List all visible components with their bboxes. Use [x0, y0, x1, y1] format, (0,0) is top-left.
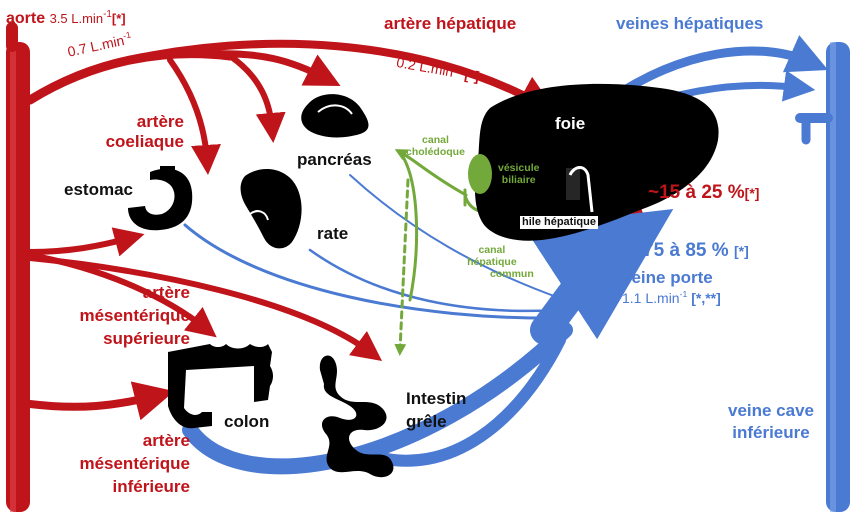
aorta-ref: [*] [112, 11, 126, 26]
inf-mesenteric-line2: mésentérique [52, 453, 190, 476]
portal-vein-flow-sup: -1 [680, 289, 688, 299]
inf-mesenteric-to-colon [30, 396, 155, 407]
portal-vein-trunk [545, 245, 618, 330]
sup-mesenteric-line1: artère [52, 282, 190, 305]
arterial-percentage: ~15 à 25 %[*] [648, 182, 759, 204]
stomach-label: estomac [64, 180, 133, 200]
inf-mesenteric-label: artère mésentérique inférieure [52, 430, 190, 499]
aorta-flow: 3.5 L.min [50, 11, 103, 26]
bile-dashed [400, 180, 408, 350]
small-intestine-label: Intestin grêle [406, 388, 466, 434]
arterial-percentage-value: ~15 à 25 % [648, 182, 745, 203]
sup-mesenteric-line3: supérieure [52, 328, 190, 351]
portal-vein-label: veine porte [622, 268, 713, 288]
gallbladder-label: vésicule biliaire [498, 162, 539, 186]
portal-percentage-value: ~75 à 85 % [632, 240, 729, 261]
pancreas-label: pancréas [297, 150, 372, 170]
ivc-line1: veine cave [716, 400, 826, 422]
liver-label: foie [555, 114, 585, 134]
common-hepatic-duct-line3: commun [450, 268, 534, 280]
inf-mesenteric-line1: artère [52, 430, 190, 453]
bile-duct-label: canal cholédoque [406, 134, 465, 158]
portal-vein-flow-label: 1.1 L.min-1 [*,**] [622, 290, 721, 306]
hepatic-artery-flow-sup: -1 [453, 63, 462, 74]
small-intestine-line1: Intestin [406, 388, 466, 411]
hepatic-artery-ref: [*] [463, 66, 480, 84]
pancreas-shape [301, 94, 368, 137]
hepatic-artery-label: artère hépatique [384, 14, 516, 34]
colon-label: colon [224, 412, 269, 432]
aorta-label: aorte 3.5 L.min-1[*] [6, 10, 126, 28]
portal-vein-flow: 1.1 L.min [622, 290, 680, 306]
aorta-flow-sup: -1 [103, 9, 112, 20]
aorta-title: aorte [6, 10, 45, 27]
celiac-line1: artère [62, 112, 184, 132]
spleen-arrow [230, 56, 272, 128]
ivc-label: veine cave inférieure [716, 400, 826, 444]
common-hepatic-duct-line1: canal [450, 244, 534, 256]
portal-percentage: ~75 à 85 % [*] [632, 240, 749, 262]
bile-duct-line2: cholédoque [406, 146, 465, 158]
small-intestine-shape [320, 355, 394, 477]
ivc-line2: inférieure [716, 422, 826, 444]
spleen-label: rate [317, 224, 348, 244]
portal-vein-ref: [*,**] [691, 290, 721, 306]
gallbladder-line1: vésicule [498, 162, 539, 174]
small-intestine-line2: grêle [406, 411, 466, 434]
liver-hilum-label: hile hépatique [520, 216, 598, 229]
common-hepatic-duct-line2: hépatique [450, 256, 534, 268]
arterial-percentage-ref: [*] [745, 185, 760, 201]
inf-mesenteric-line3: inférieure [52, 476, 190, 499]
celiac-line2: coeliaque [62, 132, 184, 152]
celiac-label: artère coeliaque [62, 112, 184, 151]
bile-duct-line1: canal [406, 134, 465, 146]
common-hepatic-duct-label: canal hépatique commun [450, 244, 534, 280]
sup-mesenteric-line2: mésentérique [52, 305, 190, 328]
sup-mesenteric-label: artère mésentérique supérieure [52, 282, 190, 351]
portal-percentage-ref: [*] [734, 243, 749, 259]
hepatic-veins-label: veines hépatiques [616, 14, 763, 34]
spleen-shape [241, 169, 302, 248]
stomach-shape [128, 166, 192, 230]
gallbladder-line2: biliaire [498, 174, 539, 186]
sup-mesenteric-to-stomach [30, 238, 130, 252]
